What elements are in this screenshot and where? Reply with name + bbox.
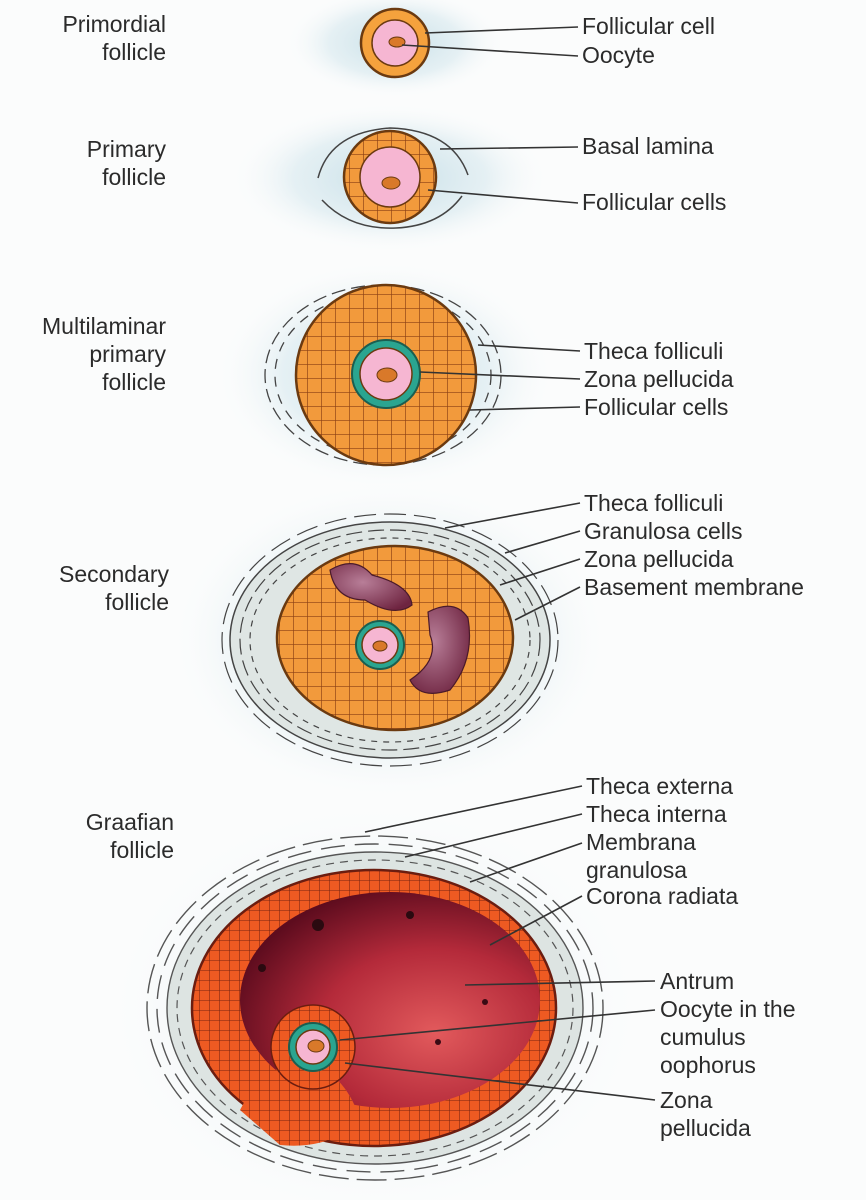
label-basement-membrane: Basement membrane bbox=[584, 574, 804, 600]
label-theca-externa: Theca externa bbox=[586, 773, 734, 799]
label-pellucida: pellucida bbox=[660, 1115, 751, 1141]
label-cumulus: cumulus bbox=[660, 1024, 746, 1050]
label-follicular-cells-primary: Follicular cells bbox=[582, 189, 727, 215]
primordial-follicle bbox=[359, 7, 431, 79]
label-follicular-cell: Follicular cell bbox=[582, 13, 715, 39]
label-antrum: Antrum bbox=[660, 968, 735, 994]
label-oophorus: oophorus bbox=[660, 1052, 756, 1078]
label-follicular-cells-multilaminar: Follicular cells bbox=[584, 394, 729, 420]
label-zona-pellucida-secondary: Zona pellucida bbox=[584, 546, 734, 572]
label-theca-folliculi-multilaminar: Theca folliculi bbox=[584, 338, 724, 364]
leader-lines bbox=[339, 26, 656, 1101]
label-oocyte-in-the: Oocyte in the bbox=[660, 996, 796, 1022]
label-oocyte: Oocyte bbox=[582, 42, 655, 68]
label-corona-radiata: Corona radiata bbox=[586, 883, 739, 909]
label-membrana: Membrana bbox=[586, 829, 696, 855]
label-granulosa: granulosa bbox=[586, 857, 688, 883]
primary-follicle bbox=[317, 127, 469, 229]
label-zona-pellucida-multilaminar: Zona pellucida bbox=[584, 366, 734, 392]
label-theca-folliculi-secondary: Theca folliculi bbox=[584, 490, 724, 516]
label-granulosa-cells: Granulosa cells bbox=[584, 518, 743, 544]
label-basal-lamina: Basal lamina bbox=[582, 133, 714, 159]
secondary-follicle bbox=[221, 513, 559, 767]
label-theca-interna: Theca interna bbox=[586, 801, 727, 827]
label-zona: Zona bbox=[660, 1087, 713, 1113]
